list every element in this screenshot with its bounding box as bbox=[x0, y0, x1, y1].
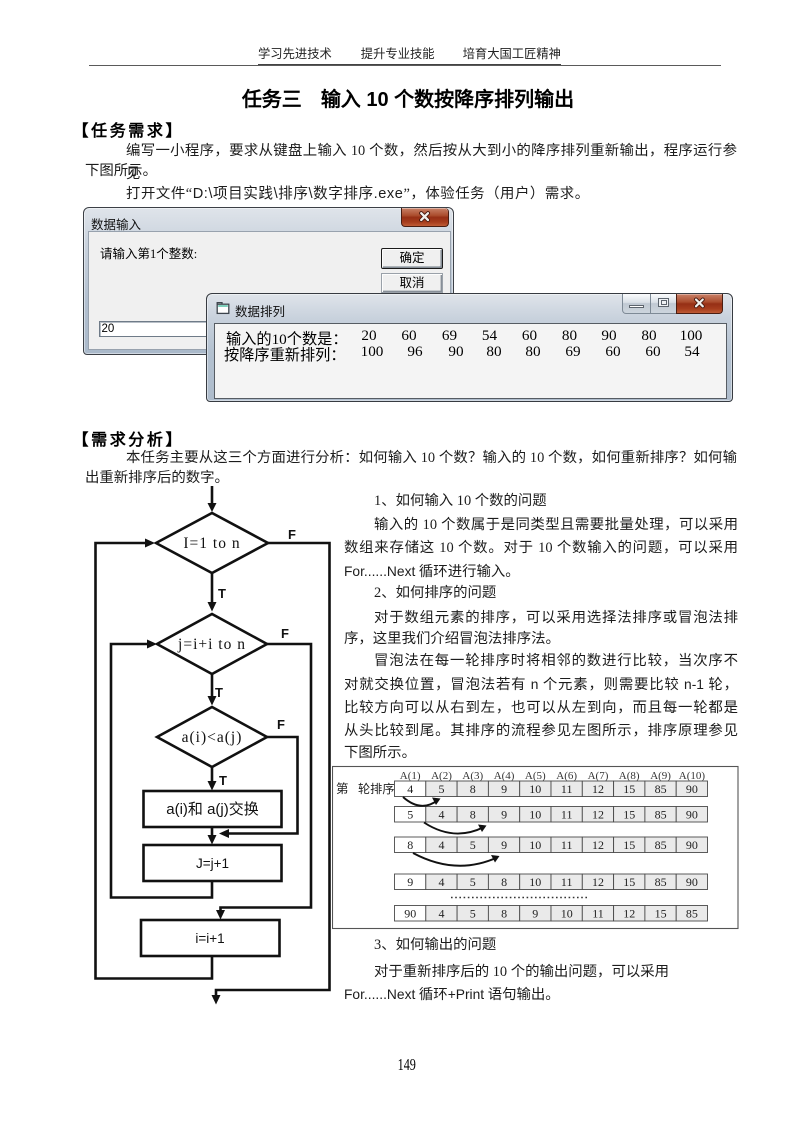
svg-text:T: T bbox=[219, 773, 227, 788]
svg-text:a(i)和 a(j)交换: a(i)和 a(j)交换 bbox=[166, 800, 259, 818]
svg-text:11: 11 bbox=[561, 838, 573, 852]
svg-text:8: 8 bbox=[470, 782, 476, 796]
svg-text:11: 11 bbox=[561, 782, 573, 796]
svg-text:5: 5 bbox=[470, 838, 476, 852]
svg-text:5: 5 bbox=[439, 782, 445, 796]
svg-text:9: 9 bbox=[501, 782, 507, 796]
svg-text:12: 12 bbox=[592, 875, 604, 889]
svg-text:90: 90 bbox=[686, 782, 698, 796]
svg-text:i=i+1: i=i+1 bbox=[195, 931, 224, 946]
svg-text:8: 8 bbox=[501, 906, 507, 920]
svg-text:90: 90 bbox=[404, 906, 416, 920]
svg-text:90: 90 bbox=[686, 875, 698, 889]
svg-text:j=i+i to n: j=i+i to n bbox=[177, 636, 246, 653]
svg-text:5: 5 bbox=[407, 807, 413, 821]
svg-text:12: 12 bbox=[592, 782, 604, 796]
svg-text:10: 10 bbox=[529, 807, 541, 821]
svg-text:85: 85 bbox=[686, 906, 698, 920]
svg-text:F: F bbox=[288, 527, 296, 542]
svg-text:第: 第 bbox=[336, 782, 349, 796]
svg-text:5: 5 bbox=[470, 875, 476, 889]
svg-text:4: 4 bbox=[439, 807, 445, 821]
svg-text:T: T bbox=[215, 685, 223, 700]
svg-text:F: F bbox=[281, 626, 289, 641]
svg-text:12: 12 bbox=[592, 807, 604, 821]
svg-text:8: 8 bbox=[407, 838, 413, 852]
svg-text:A(5): A(5) bbox=[525, 770, 546, 782]
svg-text:10: 10 bbox=[529, 838, 541, 852]
svg-text:10: 10 bbox=[561, 906, 573, 920]
svg-text:I=1 to n: I=1 to n bbox=[183, 535, 240, 552]
svg-text:4: 4 bbox=[439, 838, 445, 852]
svg-text:4: 4 bbox=[407, 782, 413, 796]
svg-text:9: 9 bbox=[407, 875, 413, 889]
svg-text:90: 90 bbox=[686, 807, 698, 821]
svg-text:A(3): A(3) bbox=[462, 770, 483, 782]
svg-text:A(4): A(4) bbox=[494, 770, 515, 782]
svg-text:A(10): A(10) bbox=[679, 770, 706, 782]
svg-text:A(2): A(2) bbox=[431, 770, 452, 782]
svg-text:15: 15 bbox=[623, 782, 635, 796]
svg-text:15: 15 bbox=[623, 838, 635, 852]
svg-text:15: 15 bbox=[623, 807, 635, 821]
svg-text:15: 15 bbox=[655, 906, 667, 920]
svg-text:A(9): A(9) bbox=[650, 770, 671, 782]
svg-text:9: 9 bbox=[532, 906, 538, 920]
svg-text:J=j+1: J=j+1 bbox=[196, 856, 229, 871]
svg-text:90: 90 bbox=[686, 838, 698, 852]
svg-text:11: 11 bbox=[561, 807, 573, 821]
svg-text:11: 11 bbox=[561, 875, 573, 889]
svg-text:A(7): A(7) bbox=[588, 770, 609, 782]
svg-text:A(1): A(1) bbox=[400, 770, 421, 782]
svg-text:F: F bbox=[277, 717, 285, 732]
svg-text:9: 9 bbox=[501, 838, 507, 852]
svg-text:9: 9 bbox=[501, 807, 507, 821]
svg-text:A(8): A(8) bbox=[619, 770, 640, 782]
svg-text:T: T bbox=[218, 586, 226, 601]
svg-text:4: 4 bbox=[439, 875, 445, 889]
svg-text:11: 11 bbox=[592, 906, 604, 920]
svg-text:12: 12 bbox=[592, 838, 604, 852]
svg-text:a(i)<a(j): a(i)<a(j) bbox=[182, 729, 243, 746]
svg-text:85: 85 bbox=[655, 838, 667, 852]
svg-text:10: 10 bbox=[529, 782, 541, 796]
svg-text:轮排序: 轮排序 bbox=[358, 781, 395, 796]
svg-text:15: 15 bbox=[623, 875, 635, 889]
svg-text:A(6): A(6) bbox=[556, 770, 577, 782]
svg-text:5: 5 bbox=[470, 906, 476, 920]
svg-text:85: 85 bbox=[655, 875, 667, 889]
svg-text:12: 12 bbox=[623, 906, 635, 920]
svg-text:4: 4 bbox=[439, 906, 445, 920]
svg-text:85: 85 bbox=[655, 782, 667, 796]
svg-text:10: 10 bbox=[529, 875, 541, 889]
svg-text:85: 85 bbox=[655, 807, 667, 821]
svg-text:8: 8 bbox=[501, 875, 507, 889]
svg-text:8: 8 bbox=[470, 807, 476, 821]
